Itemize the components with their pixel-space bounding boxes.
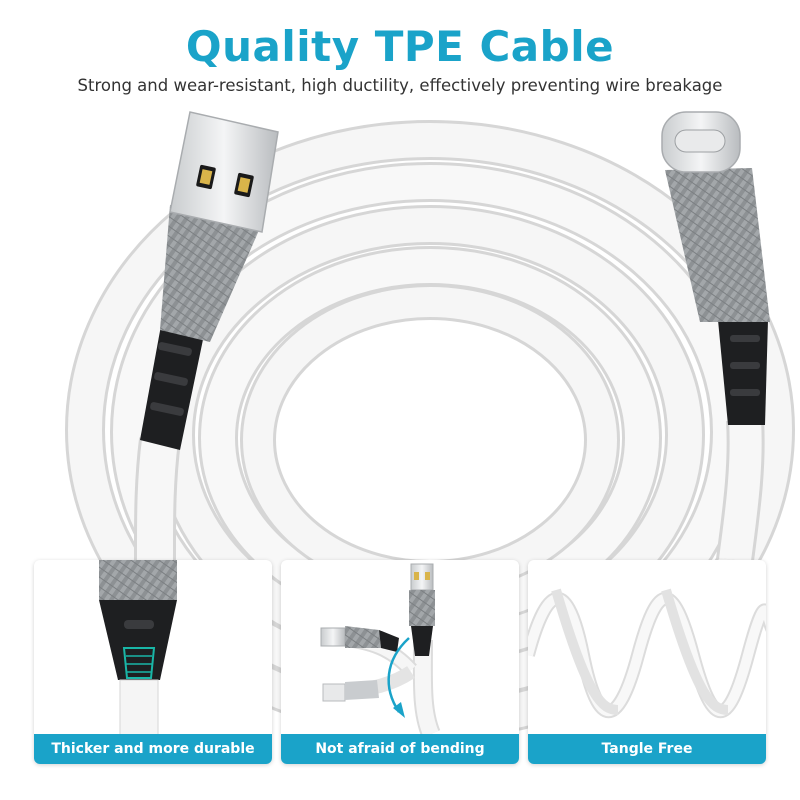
coiled-cable-icon xyxy=(528,588,766,718)
feature-card-tangle-free: Tangle Free xyxy=(528,560,766,764)
feature-card-durable: Thicker and more durable xyxy=(34,560,272,764)
bend-arrow-icon xyxy=(320,563,441,738)
usb-a-connector xyxy=(129,111,279,644)
usb-c-connector xyxy=(661,111,770,563)
feature-label-tangle-free: Tangle Free xyxy=(528,734,766,764)
feature-label-bending: Not afraid of bending xyxy=(281,734,519,764)
page-subtitle: Strong and wear-resistant, high ductilit… xyxy=(77,76,723,95)
page-title: Quality TPE Cable xyxy=(185,22,615,71)
feature-label-durable: Thicker and more durable xyxy=(34,734,272,764)
reinforced-neck-icon xyxy=(99,560,177,741)
feature-card-bending: Not afraid of bending xyxy=(281,560,519,764)
